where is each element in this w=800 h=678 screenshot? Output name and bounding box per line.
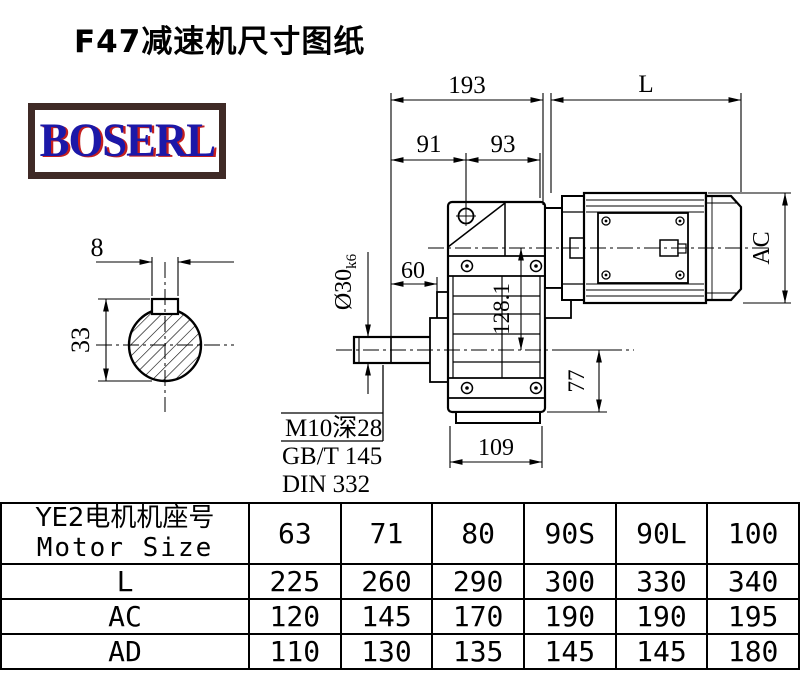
dim-key-width (96, 257, 234, 296)
table-row-L: L 225 260 290 300 330 340 (0, 563, 800, 600)
dim-128: 128.1 (489, 283, 514, 335)
table-cell: 170 (431, 598, 525, 635)
table-cell: 130 (339, 633, 434, 670)
shaft-section-view: 8 33 (66, 233, 234, 412)
note-gb: GB/T 145 (282, 443, 382, 470)
col-90L: 90L (614, 502, 709, 565)
table-cell: 290 (431, 563, 525, 600)
motor-fins (586, 199, 704, 297)
boserl-logo: BOSERL (28, 103, 226, 179)
table-cell: 145 (339, 598, 434, 635)
dim-93: 93 (491, 131, 516, 158)
table-cell: 190 (614, 598, 709, 635)
row-label-AC: AC (0, 598, 250, 635)
bottom-cap (455, 411, 541, 424)
dim-shaft: Ø30k6 (331, 253, 360, 310)
table-cell: 260 (339, 563, 434, 600)
motor-adapter (544, 195, 585, 319)
table-cell: 180 (706, 633, 800, 670)
table-header-row: YE2电机机座号 Motor Size 63 71 80 90S 90L 100 (0, 502, 800, 565)
table-cell: 145 (522, 633, 617, 670)
dim-91: 91 (417, 131, 442, 158)
table-cell: 135 (431, 633, 525, 670)
table-cell: 145 (614, 633, 709, 670)
dim-key-height-label: 33 (66, 327, 95, 353)
table-row-AD: AD 110 130 135 145 145 180 (0, 633, 800, 670)
table-cell: 195 (706, 598, 800, 635)
dimension-labels: 193 L 91 93 60 Ø30k6 128.1 77 109 AC (331, 71, 775, 461)
table-cell: 340 (706, 563, 800, 600)
note-din: DIN 332 (282, 471, 370, 498)
table-cell: 120 (248, 598, 342, 635)
boserl-logo-text: BOSERL (39, 114, 215, 167)
col-100: 100 (706, 502, 800, 565)
dim-193: 193 (448, 72, 486, 99)
dim-key-height (98, 298, 152, 382)
dim-L: L (638, 71, 653, 98)
dim-AC: AC (749, 231, 775, 264)
dim-109: 109 (478, 435, 514, 461)
housing-ribs (452, 276, 541, 378)
section-centerlines (96, 262, 234, 412)
dimension-table: YE2电机机座号 Motor Size 63 71 80 90S 90L 100… (0, 502, 800, 678)
table-cell: 225 (248, 563, 342, 600)
table-cell: 110 (248, 633, 342, 670)
gearbox-housing (429, 200, 547, 424)
motor-frame-screws (601, 216, 685, 280)
table-cell: 190 (522, 598, 617, 635)
note-tap: M10深28 (285, 414, 382, 442)
row-label-AD: AD (0, 633, 250, 670)
col-90S: 90S (522, 502, 617, 565)
motor (582, 191, 743, 305)
col-63: 63 (248, 502, 342, 565)
table-cell: 330 (614, 563, 709, 600)
page-title: F47减速机尺寸图纸 (74, 24, 366, 60)
row-label-L: L (0, 563, 250, 600)
tap-note: M10深28 GB/T 145 DIN 332 (281, 365, 384, 498)
dim-77: 77 (564, 370, 589, 393)
flange-bolt-holes (460, 259, 543, 395)
col-80: 80 (431, 502, 525, 565)
fan-cowl (704, 194, 743, 302)
dimensions (365, 93, 791, 468)
table-row-AC: AC 120 145 170 190 190 195 (0, 598, 800, 635)
dim-60: 60 (401, 258, 425, 284)
table-header-motor-size: YE2电机机座号 Motor Size (0, 502, 250, 565)
flange-bands (448, 255, 545, 399)
technical-drawing: 8 33 (66, 71, 791, 498)
col-71: 71 (339, 502, 434, 565)
table-cell: 300 (522, 563, 617, 600)
dim-key-width-label: 8 (91, 233, 104, 262)
